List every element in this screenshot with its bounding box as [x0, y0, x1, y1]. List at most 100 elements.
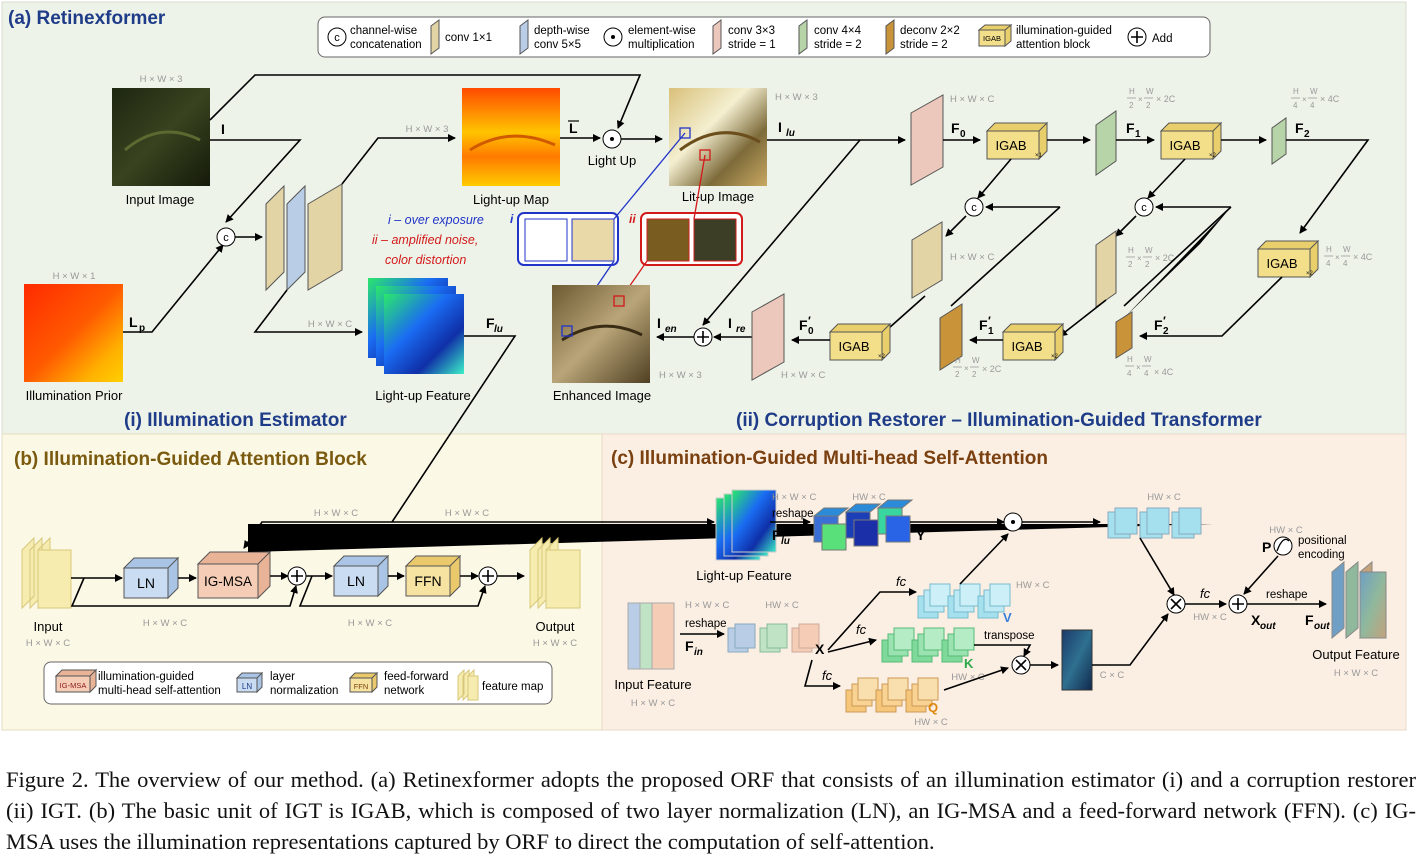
svg-text:stride = 2: stride = 2 — [814, 39, 862, 51]
ffn-block — [405, 565, 451, 597]
svg-text:IGAB: IGAB — [838, 339, 869, 354]
svg-text:× 2C: × 2C — [1155, 253, 1175, 263]
svg-text:layer: layer — [270, 671, 295, 683]
svg-text:H: H — [955, 356, 961, 365]
input-feature-map — [37, 549, 72, 609]
fuse-conv-2 — [1095, 230, 1117, 308]
depthwise-conv-icon — [519, 19, 529, 55]
noise-crops: ii — [619, 154, 743, 301]
symbol-Y: Y — [916, 527, 926, 543]
svg-text:c: c — [971, 202, 977, 214]
svg-text:×: × — [1302, 95, 1307, 104]
svg-text:× 2C: × 2C — [1156, 94, 1176, 104]
conv4x4-icon — [798, 19, 808, 55]
svg-text:IGAB: IGAB — [1169, 138, 1200, 153]
symbol-Fout: F — [1305, 612, 1314, 628]
svg-text:H × W × 3: H × W × 3 — [775, 92, 818, 103]
svg-text:H × W × C: H × W × C — [631, 698, 675, 709]
svg-text:IGAB: IGAB — [1266, 256, 1297, 271]
svg-text:positional: positional — [1298, 535, 1347, 547]
svg-text:× 4C: × 4C — [1353, 252, 1373, 262]
svg-text:LN: LN — [242, 682, 252, 691]
symbol-Lp: L — [129, 314, 138, 330]
svg-text:re: re — [736, 324, 746, 335]
symbol-Ilu: I — [778, 119, 782, 135]
restorer-conv-in — [910, 94, 944, 186]
input-feature-stack — [651, 602, 675, 670]
igab-decoder-1 — [829, 331, 883, 361]
upsample-2 — [939, 303, 963, 371]
svg-text:H × W × C: H × W × C — [950, 252, 994, 263]
svg-text:× 4C: × 4C — [1320, 94, 1340, 104]
svg-text:F: F — [799, 317, 808, 333]
svg-text:H × W × C: H × W × C — [26, 638, 70, 649]
svg-text:×2: ×2 — [1209, 153, 1217, 159]
deconv-icon — [885, 19, 895, 55]
igab-bottleneck — [1257, 248, 1311, 278]
svg-text:reshape: reshape — [1266, 589, 1308, 601]
symbol-Ien: I — [657, 315, 661, 331]
svg-text:×: × — [1137, 254, 1142, 263]
svg-text:FFN: FFN — [414, 573, 441, 589]
svg-text:encoding: encoding — [1298, 549, 1345, 561]
svg-text:×2: ×2 — [1306, 271, 1314, 277]
svg-text:4: 4 — [1127, 369, 1132, 378]
svg-text:stride = 2: stride = 2 — [900, 39, 948, 51]
ig-msa-detail: Light-up Feature H × W × C reshape F lu … — [614, 489, 1400, 728]
svg-text:4: 4 — [1326, 259, 1331, 268]
enhanced-image-label: Enhanced Image — [553, 388, 651, 403]
svg-text:multi-head self-attention: multi-head self-attention — [98, 685, 221, 697]
estimator-conv1-out — [307, 183, 343, 291]
svg-text:4: 4 — [1293, 101, 1298, 110]
restorer-conv-out — [751, 293, 785, 381]
svg-text:lu: lu — [781, 536, 790, 547]
enhanced-image — [552, 285, 650, 383]
svg-text:×2: ×2 — [1051, 354, 1059, 360]
svg-text:×: × — [964, 364, 969, 373]
svg-text:W: W — [1310, 87, 1318, 96]
svg-text:H: H — [1129, 87, 1135, 96]
svg-text:lu: lu — [494, 324, 503, 335]
svg-text:reshape: reshape — [685, 618, 727, 630]
retinexformer-figure: (a) Retinexformer (i) Illumination Estim… — [1, 1, 1407, 731]
svg-text:H × W × 1: H × W × 1 — [53, 271, 96, 282]
svg-text:Input: Input — [34, 619, 63, 634]
svg-text:H × W × C: H × W × C — [308, 319, 352, 330]
svg-text:HW × C: HW × C — [852, 492, 886, 503]
svg-text:Input Feature: Input Feature — [614, 677, 691, 692]
panel-i-title: (i) Illumination Estimator — [124, 410, 347, 431]
ig-msa-block — [197, 563, 259, 599]
svg-text:deconv 2×2: deconv 2×2 — [900, 25, 960, 37]
svg-text:H × W × C: H × W × C — [348, 618, 392, 629]
svg-text:HW × C: HW × C — [951, 672, 985, 683]
svg-text:H × W × 3: H × W × 3 — [406, 124, 449, 135]
svg-text:1: 1 — [988, 326, 994, 337]
svg-text:H: H — [1293, 87, 1299, 96]
svg-text:c: c — [1141, 202, 1147, 214]
svg-text:reshape: reshape — [772, 508, 814, 520]
svg-text:Add: Add — [1152, 33, 1172, 45]
svg-text:attention block: attention block — [1016, 39, 1090, 51]
svg-text:channel-wise: channel-wise — [350, 25, 417, 37]
input-image-label: Input Image — [126, 192, 195, 207]
svg-text:0: 0 — [960, 129, 966, 140]
svg-text:lu: lu — [786, 128, 795, 139]
svg-text:H × W × C: H × W × C — [781, 370, 825, 381]
svg-text:ii: ii — [629, 212, 636, 226]
svg-text:c: c — [223, 232, 229, 244]
svg-text:2: 2 — [1129, 101, 1134, 110]
svg-text:conv 5×5: conv 5×5 — [534, 39, 581, 51]
downsample-1 — [1095, 110, 1117, 176]
svg-text:H × W × C: H × W × C — [314, 508, 358, 519]
svg-text:depth-wise: depth-wise — [534, 25, 590, 37]
panel-c-background — [601, 433, 1407, 731]
svg-text:IGAB: IGAB — [1011, 339, 1042, 354]
positional-encoding-icon — [1273, 536, 1293, 556]
legend-b — [43, 661, 553, 705]
light-up-label: Light Up — [588, 153, 636, 168]
conv1-icon — [430, 19, 440, 55]
panel-b-title: (b) Illumination-Guided Attention Block — [14, 449, 367, 470]
svg-text:element-wise: element-wise — [628, 25, 696, 37]
noise-note-2: color distortion — [385, 253, 466, 267]
igab-encoder-2 — [1160, 130, 1214, 160]
